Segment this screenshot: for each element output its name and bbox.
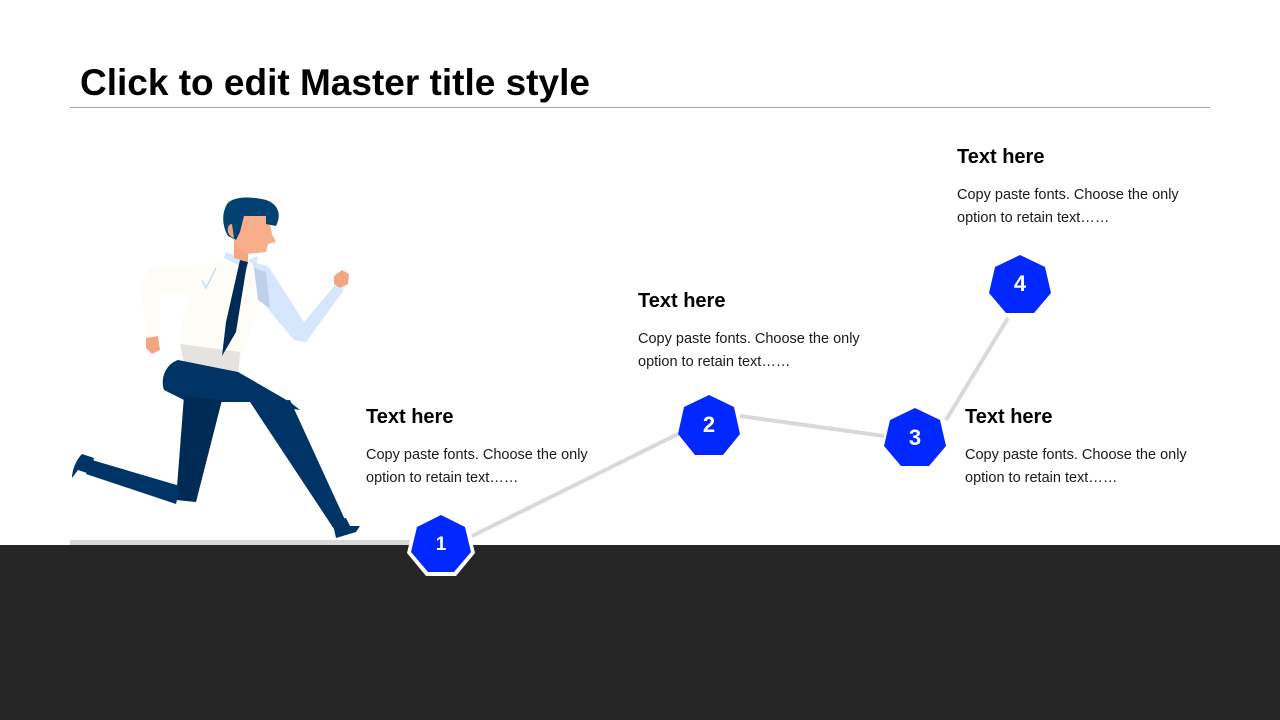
tie [222, 260, 248, 356]
connectors [471, 316, 1010, 538]
back-hand [146, 336, 160, 354]
back-shoe [72, 454, 94, 478]
back-shin [86, 460, 180, 504]
step-heading-4: Text here [957, 146, 1045, 168]
step-text-1[interactable]: Text here Copy paste fonts. Choose the o… [366, 405, 626, 490]
step-number-1: 1 [436, 534, 447, 555]
connector-2-3 [739, 414, 885, 438]
step-heading-1: Text here [366, 406, 454, 428]
heptagon-2 [678, 395, 740, 455]
connector-1-2 [471, 432, 679, 538]
front-fist [334, 270, 349, 288]
front-sleeve [252, 262, 344, 342]
slide-title[interactable]: Click to edit Master title style [80, 62, 590, 103]
running-businessman-illustration [72, 197, 360, 538]
heptagon-3 [884, 408, 946, 466]
step-node-2[interactable]: 2 [678, 395, 740, 455]
ground-line [70, 540, 415, 545]
title-divider [70, 107, 1210, 108]
step-node-3[interactable]: 3 [884, 408, 946, 466]
step-node-1[interactable]: 1 [407, 511, 475, 576]
sleeve-shadow [254, 268, 270, 308]
step-body-1: Copy paste fonts. Choose the only option… [366, 447, 588, 486]
step-text-3[interactable]: Text here Copy paste fonts. Choose the o… [965, 405, 1225, 490]
step-number-4: 4 [1014, 271, 1027, 296]
step-body-3: Copy paste fonts. Choose the only option… [965, 447, 1187, 486]
face [232, 214, 276, 254]
step-text-2[interactable]: Text here Copy paste fonts. Choose the o… [638, 289, 898, 374]
step-text-4[interactable]: Text here Copy paste fonts. Choose the o… [957, 145, 1217, 230]
collar-right [248, 256, 258, 266]
heptagon-4 [989, 255, 1051, 313]
connector-3-4 [944, 316, 1010, 422]
footer-band [0, 545, 1280, 720]
heptagon-1 [411, 515, 471, 572]
step-node-4[interactable]: 4 [989, 255, 1051, 313]
hair [223, 197, 279, 240]
front-shoe [332, 518, 360, 538]
step-number-3: 3 [909, 425, 921, 450]
shirt-check [201, 267, 217, 290]
step-number-2: 2 [703, 412, 715, 437]
step-body-2: Copy paste fonts. Choose the only option… [638, 331, 860, 370]
step-heading-2: Text here [638, 290, 726, 312]
ear [227, 224, 234, 238]
back-thigh [176, 396, 222, 502]
front-shin [250, 400, 346, 532]
step-heading-3: Text here [965, 406, 1053, 428]
step-body-4: Copy paste fonts. Choose the only option… [957, 187, 1179, 226]
